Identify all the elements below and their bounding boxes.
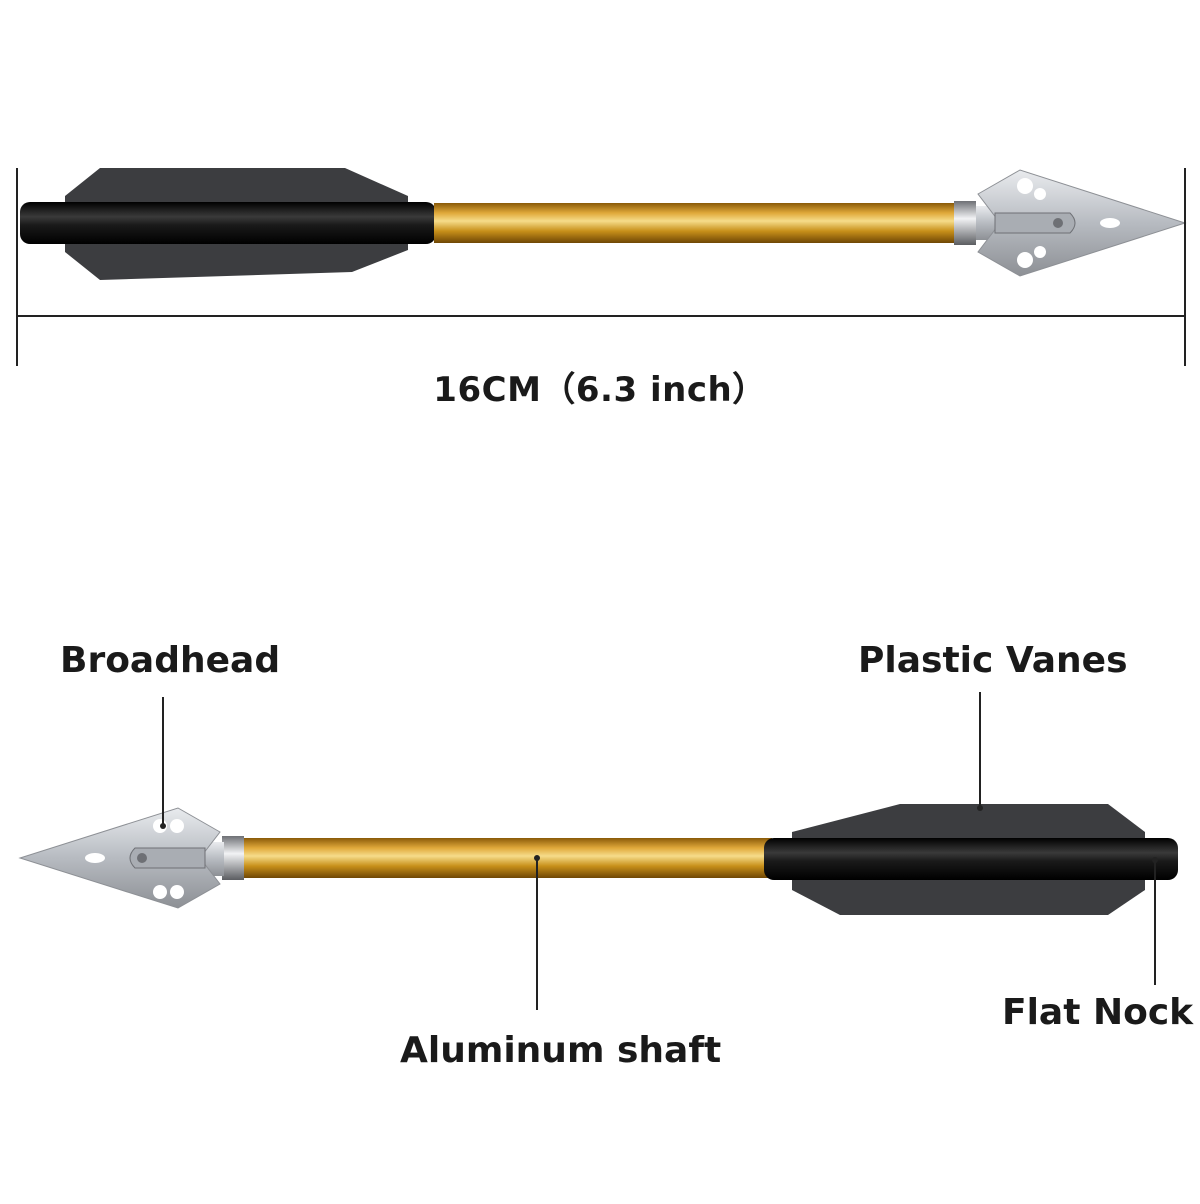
- bottom-ferrule-ring: [222, 836, 244, 880]
- plastic-vanes-label: Plastic Vanes: [858, 640, 1128, 681]
- shaft-leader-dot: [534, 855, 540, 861]
- aluminum-shaft-label: Aluminum shaft: [400, 1030, 722, 1071]
- vanes-leader-dot: [977, 805, 983, 811]
- broadhead-leader-dot: [160, 823, 166, 829]
- nock-leader-dot: [1152, 857, 1158, 863]
- bottom-broadhead: [18, 807, 224, 909]
- top-arrow: [20, 168, 1187, 280]
- top-broadhead: [976, 169, 1187, 277]
- flat-nock-label: Flat Nock: [1002, 992, 1194, 1033]
- dimension-label: 16CM（6.3 inch）: [433, 370, 767, 410]
- broadhead-label: Broadhead: [60, 640, 281, 681]
- top-aluminum-shaft: [434, 203, 956, 243]
- bottom-arrow: [18, 804, 1178, 915]
- top-nock-tube: [20, 202, 436, 244]
- top-ferrule-ring: [954, 201, 976, 245]
- bottom-aluminum-shaft: [240, 838, 772, 878]
- bottom-nock-tube: [764, 838, 1178, 880]
